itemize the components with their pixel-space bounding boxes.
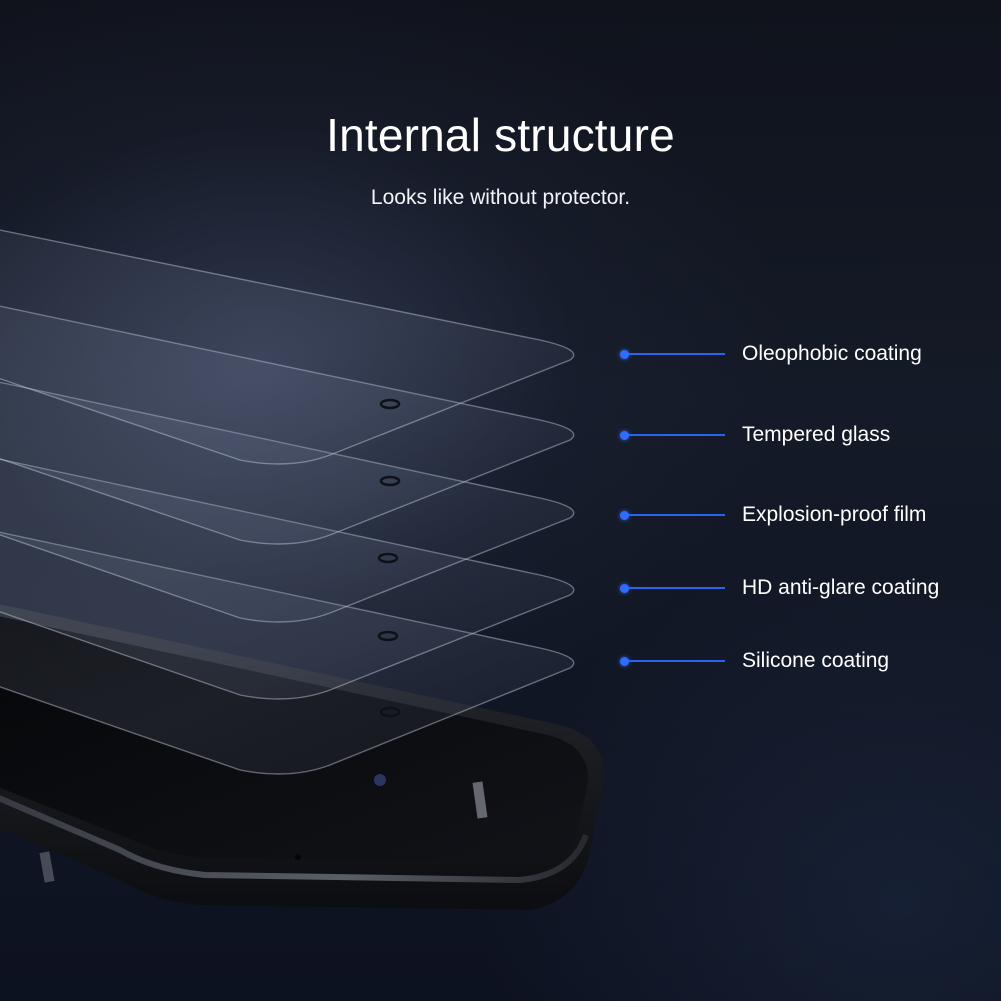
- callout-line: [629, 587, 725, 589]
- callout-dot-icon: [620, 510, 629, 520]
- layer-callout: Silicone coating: [620, 649, 889, 673]
- layer-label-explosion-proof: Explosion-proof film: [742, 503, 927, 526]
- layer-callout: Tempered glass: [620, 423, 890, 447]
- callout-line: [629, 353, 725, 355]
- callout-dot-icon: [620, 583, 629, 593]
- layer-callout: Oleophobic coating: [620, 342, 922, 366]
- layer-label-anti-glare: HD anti-glare coating: [742, 576, 940, 599]
- page-title: Internal structure: [326, 109, 675, 161]
- callout-line: [629, 434, 725, 436]
- callout-dot-icon: [620, 349, 629, 359]
- layer-label-oleophobic: Oleophobic coating: [742, 342, 922, 365]
- page-subtitle: Looks like without protector.: [370, 186, 631, 209]
- callout-line: [629, 660, 725, 662]
- callout-dot-icon: [620, 656, 629, 666]
- callout-dot-icon: [620, 430, 629, 440]
- layer-callout: Explosion-proof film: [620, 503, 926, 527]
- glass-layer-1: [0, 229, 575, 465]
- layer-label-silicone: Silicone coating: [742, 649, 890, 672]
- layer-label-tempered-glass: Tempered glass: [742, 423, 891, 446]
- layer-callout: HD anti-glare coating: [620, 576, 939, 600]
- callout-line: [629, 514, 725, 516]
